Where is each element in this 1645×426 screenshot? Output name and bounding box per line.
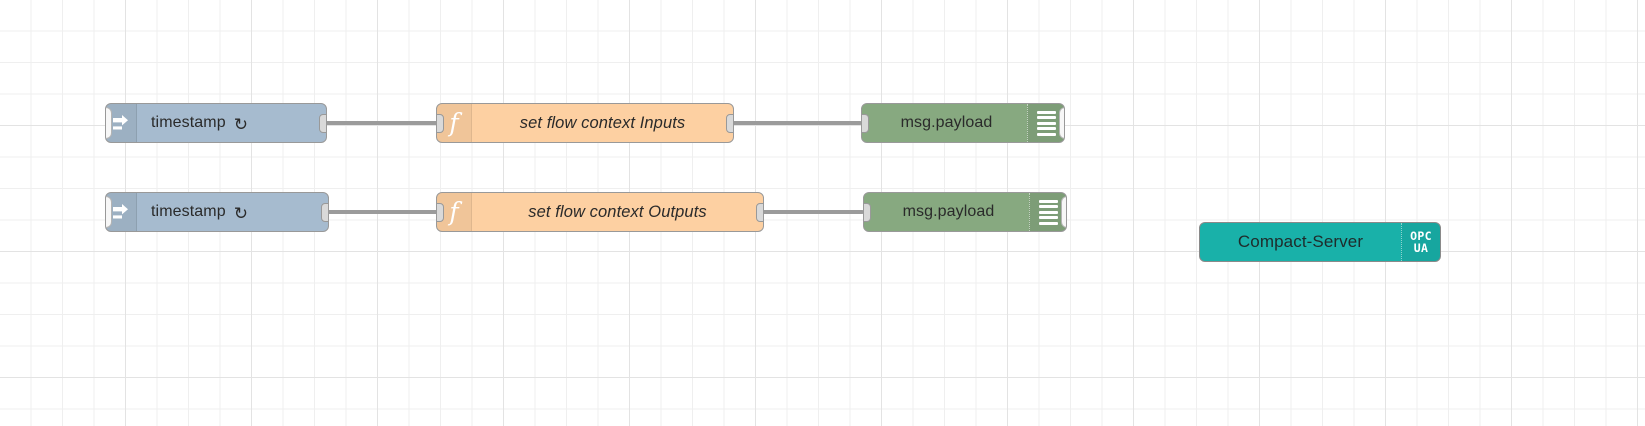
function-node-1[interactable]: f set flow context Inputs — [436, 103, 734, 143]
opcua-badge-text: OPC UA — [1410, 230, 1432, 254]
inject-trigger-button-1[interactable] — [105, 107, 112, 139]
function-input-port-1[interactable] — [437, 114, 444, 133]
inject-label-text-2: timestamp — [151, 203, 226, 220]
svg-text:f: f — [447, 198, 462, 226]
opcua-server-node[interactable]: Compact-Server OPC UA — [1199, 222, 1441, 262]
debug-bars-icon — [1038, 199, 1058, 225]
function-node-label-2: set flow context Outputs — [528, 202, 707, 221]
function-node-label-1: set flow context Inputs — [519, 113, 686, 132]
function-node-2[interactable]: f set flow context Outputs — [436, 192, 764, 232]
debug-node-label-2: msg.payload — [902, 203, 995, 220]
debug-status-button-2[interactable] — [1061, 196, 1066, 228]
debug-status-button-1[interactable] — [1059, 107, 1064, 139]
inject-repeat-icon-2: ↻ — [233, 203, 249, 223]
debug-input-port-1[interactable] — [862, 114, 869, 133]
inject-trigger-button-2[interactable] — [105, 196, 112, 228]
debug-toggle-button-2[interactable] — [1029, 193, 1066, 231]
opcua-badge-icon: OPC UA — [1401, 223, 1440, 261]
inject-repeat-icon-1: ↻ — [233, 114, 249, 134]
opcua-badge-line2: UA — [1413, 241, 1429, 255]
inject-node-label-1: timestamp ↻ — [137, 104, 326, 142]
wire-inject-to-function-2[interactable] — [322, 210, 440, 214]
inject-node-2[interactable]: timestamp ↻ — [105, 192, 329, 232]
inject-node-label-2: timestamp ↻ — [137, 193, 328, 231]
inject-output-port-2[interactable] — [321, 203, 328, 222]
wire-inject-to-function-1[interactable] — [320, 121, 440, 125]
opcua-server-label: Compact-Server — [1237, 232, 1364, 251]
inject-label-text-1: timestamp — [151, 114, 226, 131]
wire-function-to-debug-1[interactable] — [726, 121, 862, 125]
debug-input-port-2[interactable] — [864, 203, 871, 222]
function-output-port-1[interactable] — [726, 114, 733, 133]
debug-toggle-button-1[interactable] — [1027, 104, 1064, 142]
inject-trigger-button-inner — [105, 204, 106, 221]
function-f-icon: f — [437, 193, 472, 231]
debug-node-label-1: msg.payload — [900, 114, 993, 131]
inject-trigger-button-inner — [105, 115, 106, 132]
inject-output-port-1[interactable] — [319, 114, 326, 133]
wire-function-to-debug-2[interactable] — [756, 210, 864, 214]
svg-text:f: f — [447, 109, 462, 137]
debug-bars-icon — [1036, 110, 1056, 136]
inject-node-1[interactable]: timestamp ↻ — [105, 103, 327, 143]
function-output-port-2[interactable] — [756, 203, 763, 222]
opcua-badge-line1: OPC — [1410, 229, 1432, 243]
function-input-port-2[interactable] — [437, 203, 444, 222]
debug-node-2[interactable]: msg.payload — [863, 192, 1067, 232]
debug-node-1[interactable]: msg.payload — [861, 103, 1065, 143]
